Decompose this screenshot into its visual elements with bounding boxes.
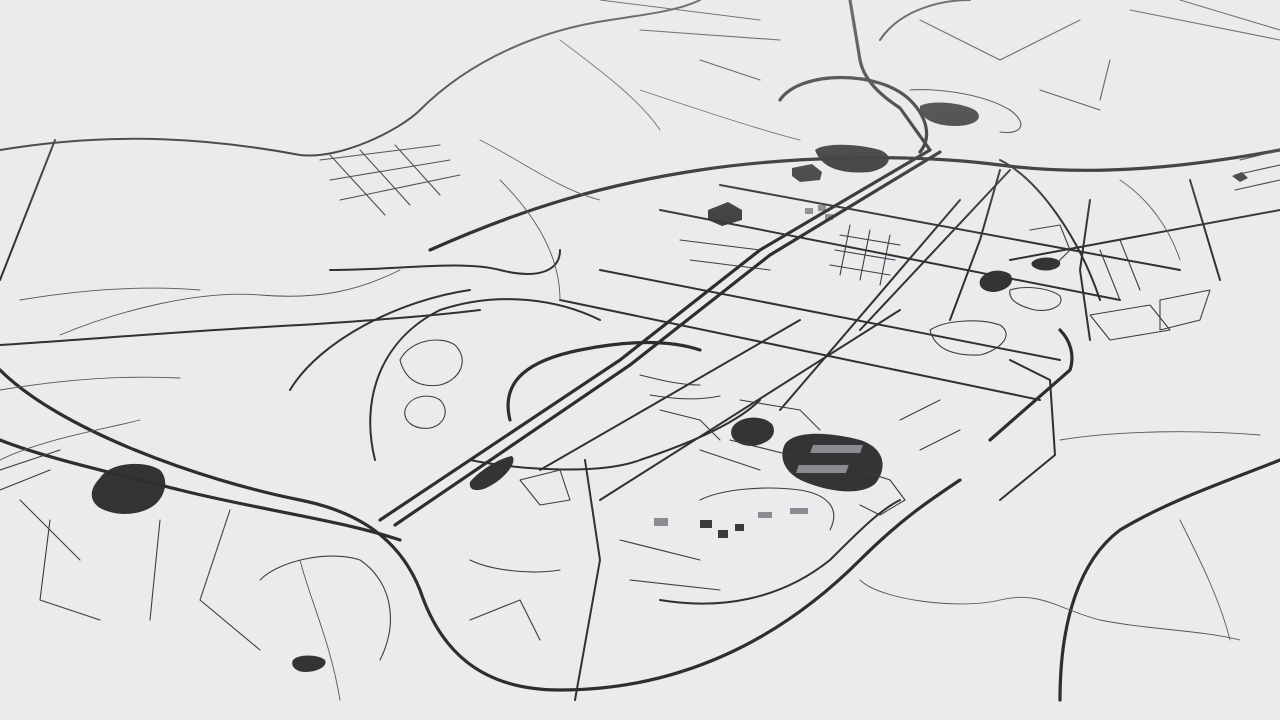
map-view[interactable] [0,0,1280,720]
depth-fog [0,0,1280,720]
street-map[interactable] [0,0,1280,720]
